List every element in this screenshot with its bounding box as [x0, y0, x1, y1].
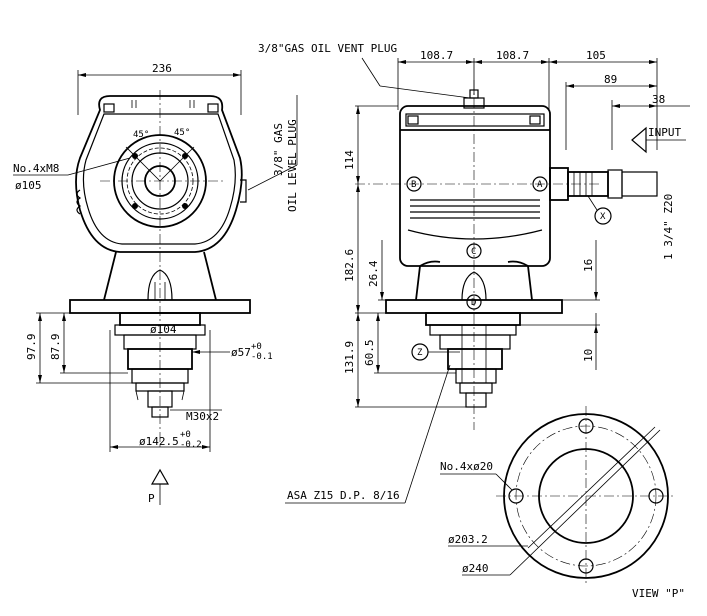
dim-10: 10	[582, 349, 595, 362]
view-p-caption: VIEW "P"	[632, 587, 685, 600]
flange-tol-upper: +0	[180, 430, 191, 440]
dim-16: 16	[582, 259, 595, 272]
dim-182-6: 182.6	[343, 249, 356, 282]
bolt-circle-label: ø105	[15, 179, 42, 192]
angle-label-left: 45°	[133, 130, 149, 140]
flange-tol-lower: -0.2	[180, 440, 202, 450]
bolt-label: No.4xM8	[13, 162, 59, 175]
hole-label: No.4xø20	[440, 460, 493, 473]
view-p: No.4xø20 ø203.2 ø240 VIEW "P"	[440, 406, 685, 600]
hub-diameter: ø104	[150, 323, 177, 336]
view-p-bolt-circle: ø203.2	[448, 533, 488, 546]
level-plug-line2: OIL LEVEL PLUG	[286, 119, 299, 212]
marker-d: D	[471, 298, 476, 308]
dim-60-5: 60.5	[363, 340, 376, 367]
marker-b: B	[411, 180, 416, 190]
marker-c: C	[471, 247, 476, 257]
front-view: 236 45° 45° No.4xM8 ø105	[13, 62, 299, 505]
dim-108-7-left: 108.7	[420, 49, 453, 62]
view-p-outer-diameter: ø240	[462, 562, 489, 575]
width-dimension: 236	[152, 62, 172, 75]
input-spline-label: 1 3/4" Z20	[662, 194, 675, 260]
shaft-tol-upper: +0	[251, 342, 262, 352]
level-plug-line1: 3/8" GAS	[272, 123, 285, 176]
marker-a: A	[537, 180, 543, 190]
shaft-tol-lower: -0.1	[251, 352, 273, 362]
marker-x: X	[600, 212, 606, 222]
gear-spec-label: ASA Z15 D.P. 8/16	[287, 489, 400, 502]
dim-105: 105	[586, 49, 606, 62]
marker-z: Z	[417, 348, 423, 358]
dim-38: 38	[652, 93, 665, 106]
thread-label: M30x2	[186, 410, 219, 423]
dim-114: 114	[343, 150, 356, 170]
angle-label-right: 45°	[174, 128, 190, 138]
dim-131-9: 131.9	[343, 341, 356, 374]
flange-diameter: ø142.5	[139, 435, 179, 448]
height-87-9: 87.9	[49, 334, 62, 361]
shaft-diameter: ø57	[231, 346, 251, 359]
input-label: INPUT	[648, 126, 681, 139]
dim-26-4: 26.4	[367, 260, 380, 287]
view-arrow-label: P	[148, 492, 155, 505]
dim-89: 89	[604, 73, 617, 86]
dim-108-7-right: 108.7	[496, 49, 529, 62]
height-97-9: 97.9	[25, 334, 38, 361]
side-view: 3/8"GAS OIL VENT PLUG 108.7 108.7 105 89…	[258, 42, 690, 504]
vent-plug-label: 3/8"GAS OIL VENT PLUG	[258, 42, 397, 55]
